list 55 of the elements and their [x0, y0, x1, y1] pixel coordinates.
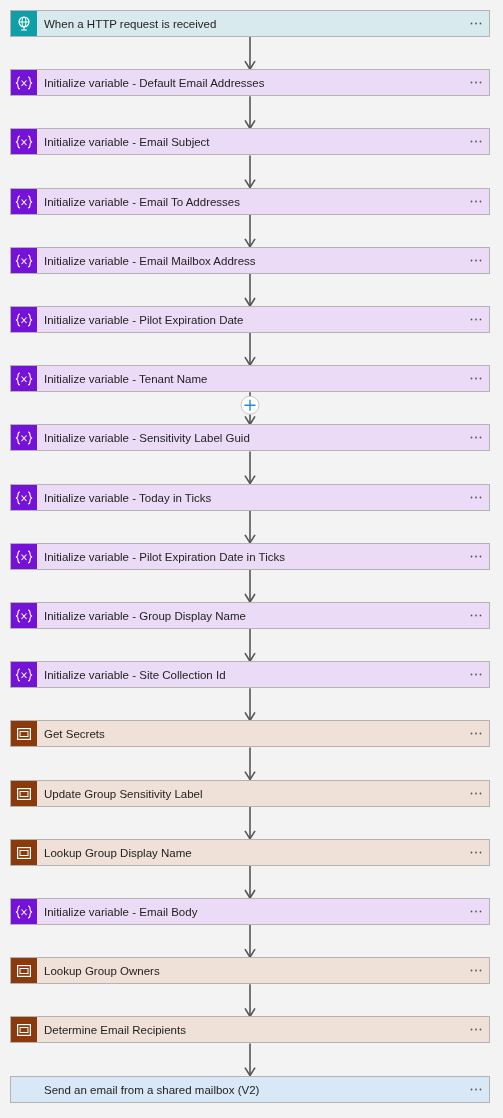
action-card: [10, 306, 490, 333]
arrow: [244, 332, 256, 366]
arrow: [244, 450, 256, 485]
arrow: [244, 865, 256, 899]
step-title: Initialize variable - Today in Ticks: [44, 490, 212, 505]
step-title: Update Group Sensitivity Label: [44, 786, 203, 801]
step-title: Initialize variable - Site Collection Id: [44, 668, 226, 683]
step-title: Initialize variable - Email Body: [44, 905, 198, 919]
arrow: [244, 273, 256, 307]
action-card: [10, 957, 490, 985]
arrow: [244, 213, 256, 248]
arrow: [244, 509, 256, 544]
action-card: [10, 128, 490, 156]
arrow: [244, 36, 256, 70]
arrow: [244, 983, 256, 1018]
action-card: [10, 424, 490, 452]
arrow: [244, 924, 256, 958]
action-card: [10, 1075, 490, 1103]
action-card: [10, 779, 490, 807]
step-title: Lookup Group Display Name: [44, 845, 192, 860]
action-card: [10, 483, 490, 511]
arrow: [244, 154, 256, 189]
step-title: When a HTTP request is received: [44, 17, 217, 31]
step-title: Initialize variable - Tenant Name: [44, 372, 208, 387]
action-card: [10, 187, 490, 215]
action-card: [10, 69, 490, 97]
step-title: Initialize variable - Pilot Expiration Date: [44, 313, 244, 327]
action-card: [10, 542, 490, 570]
step-title: Initialize variable - Email To Addresses: [44, 194, 241, 209]
action-card: [10, 898, 490, 925]
step-title: Initialize variable - Pilot Expiration Date in Ticks: [44, 549, 285, 564]
step-title: Initialize variable - Email Mailbox Address: [44, 253, 256, 268]
arrow: [244, 805, 256, 840]
action-card: [10, 720, 490, 748]
step-title: Initialize variable - Sensitivity Label Guid: [44, 431, 250, 446]
arrow: [244, 569, 256, 603]
arrow: [244, 1042, 256, 1077]
step-title: Send an email from a shared mailbox (V2): [44, 1082, 260, 1097]
action-card: [10, 838, 490, 866]
step-title: Lookup Group Owners: [44, 964, 160, 979]
arrow: [244, 95, 256, 130]
action-card: [10, 661, 490, 689]
arrow: [244, 687, 256, 722]
step-title: Get Secrets: [44, 727, 105, 742]
action-card: [10, 365, 490, 393]
action-card: [10, 10, 490, 37]
action-card: [10, 246, 490, 274]
action-card: [10, 1016, 490, 1044]
arrow: [244, 628, 256, 662]
step-title: Determine Email Recipients: [44, 1023, 186, 1038]
step-title: Initialize variable - Email Subject: [44, 135, 210, 150]
arrow: [244, 746, 256, 781]
action-card: [10, 602, 490, 629]
step-title: Initialize variable - Group Display Name: [44, 609, 246, 623]
step-title: Initialize variable - Default Email Addresses: [44, 76, 265, 91]
